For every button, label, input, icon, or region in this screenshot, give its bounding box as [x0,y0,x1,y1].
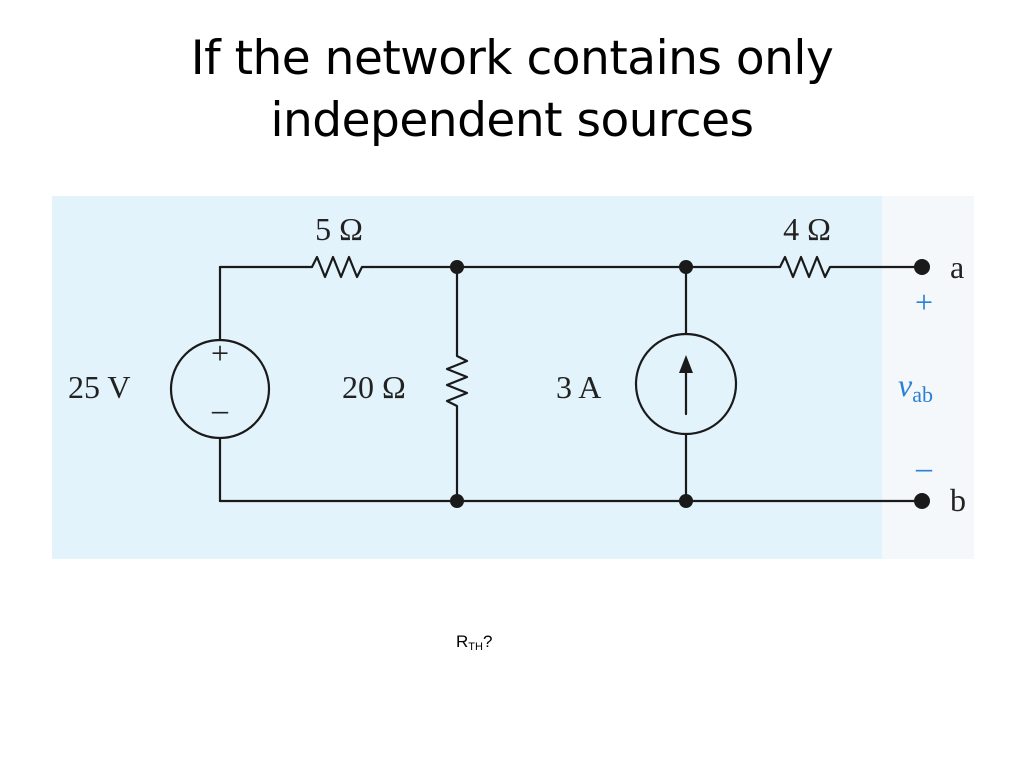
output-voltage-minus: – [915,449,933,485]
node-top-middle [450,260,464,274]
thevenin-resistance-question: RTH? [456,632,492,653]
resistor-20-ohm-label: 20 Ω [342,369,406,405]
output-voltage-label: vab [898,367,933,407]
resistor-5-ohm [304,255,374,279]
slide-title: If the network contains only independent… [0,28,1024,152]
voltage-source-minus: – [211,391,229,427]
node-bottom-middle [450,494,464,508]
title-line-1: If the network contains only [190,31,834,86]
node-bottom-right [679,494,693,508]
question-suffix: ? [482,632,493,651]
resistor-20-ohm [445,348,469,414]
title-line-2: independent sources [270,93,754,148]
output-voltage-subscript: ab [912,382,933,407]
voltage-source-plus: + [211,335,229,371]
resistor-4-ohm-label: 4 Ω [783,211,831,247]
output-voltage-symbol: v [898,367,913,403]
question-subscript: TH [468,641,483,653]
current-source-label: 3 A [556,369,601,405]
node-top-right [679,260,693,274]
terminal-a-dot [914,259,930,275]
resistor-5-ohm-label: 5 Ω [315,211,363,247]
output-voltage-plus: + [915,284,933,320]
current-arrow-head [679,355,693,373]
question-main: R [456,632,469,651]
voltage-source-label: 25 V [68,369,131,405]
terminal-b-label: b [950,482,966,518]
resistor-4-ohm [772,255,842,279]
terminal-b-dot [914,493,930,509]
terminal-a-label: a [950,249,964,285]
